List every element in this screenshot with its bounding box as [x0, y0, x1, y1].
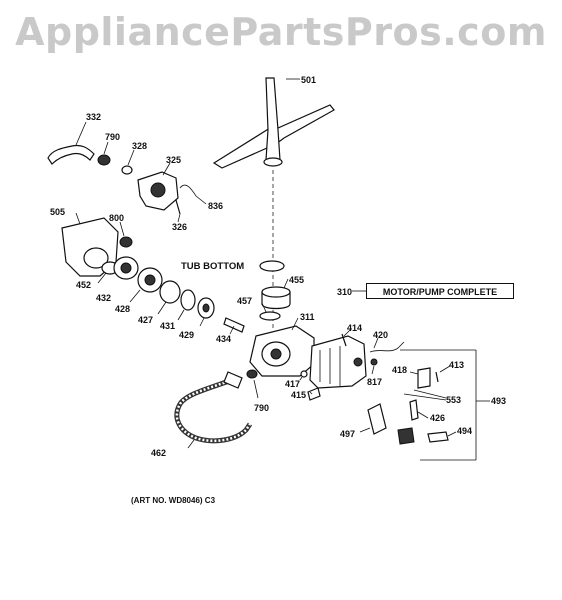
part-817-clip[interactable]: [370, 358, 378, 375]
part-455-seal[interactable]: [259, 260, 291, 310]
part-311-pump-housing[interactable]: [249, 317, 315, 377]
label-432: 432: [96, 293, 112, 303]
label-tub-bottom: TUB BOTTOM: [181, 261, 245, 272]
part-432-impeller-housing[interactable]: [113, 256, 139, 280]
part-457-clamp[interactable]: [259, 302, 281, 321]
part-motor[interactable]: [309, 335, 367, 389]
part-428-impeller[interactable]: [129, 267, 163, 303]
label-332: 332: [86, 112, 102, 122]
label-493: 493: [491, 396, 507, 406]
part-790-clamp-lower[interactable]: [246, 369, 259, 399]
part-414-screw[interactable]: [341, 329, 351, 347]
part-434-shaft[interactable]: [223, 317, 245, 335]
label-326: 326: [172, 222, 188, 232]
part-427-plate[interactable]: [157, 280, 181, 315]
label-429: 429: [179, 330, 195, 340]
part-494-switch[interactable]: [397, 427, 457, 445]
part-415-bracket[interactable]: [307, 387, 321, 401]
part-426-float[interactable]: [409, 399, 429, 421]
part-505-sump-housing[interactable]: [61, 212, 119, 277]
label-790-upper: 790: [105, 132, 121, 142]
group-493-bracket: [400, 349, 490, 461]
label-836: 836: [208, 201, 224, 211]
label-415: 415: [291, 390, 307, 400]
part-332-hose[interactable]: [47, 121, 95, 165]
label-427: 427: [138, 315, 154, 325]
label-497: 497: [340, 429, 356, 439]
part-326-screw[interactable]: [175, 199, 181, 223]
part-497-switch-bracket[interactable]: [359, 403, 387, 435]
label-501: 501: [301, 75, 317, 85]
label-790-lower: 790: [254, 403, 270, 413]
part-553-switch-leads[interactable]: [403, 389, 447, 401]
part-417-nut[interactable]: [299, 370, 308, 381]
part-790-clamp-upper[interactable]: [97, 141, 111, 166]
label-457: 457: [237, 296, 253, 306]
label-455: 455: [289, 275, 305, 285]
label-462: 462: [151, 448, 167, 458]
label-553: 553: [446, 395, 462, 405]
label-426: 426: [430, 413, 446, 423]
label-817: 817: [367, 377, 383, 387]
part-429-chopper[interactable]: [197, 297, 215, 327]
part-462-drain-hose[interactable]: [174, 371, 253, 449]
label-310: 310: [337, 287, 353, 297]
label-414: 414: [347, 323, 363, 333]
part-836-wire[interactable]: [179, 184, 207, 205]
part-325-drain-valve[interactable]: [137, 162, 179, 211]
label-434: 434: [216, 334, 232, 344]
label-325: 325: [166, 155, 182, 165]
part-420-wire[interactable]: [369, 337, 405, 353]
label-428: 428: [115, 304, 131, 314]
part-800-spring[interactable]: [119, 221, 133, 248]
label-328: 328: [132, 141, 148, 151]
label-505: 505: [50, 207, 66, 217]
part-501-spray-arm[interactable]: [212, 77, 335, 169]
label-418: 418: [392, 365, 408, 375]
label-417: 417: [285, 379, 301, 389]
label-800: 800: [109, 213, 125, 223]
motor-pump-complete-box[interactable]: MOTOR/PUMP COMPLETE: [366, 283, 514, 299]
label-494: 494: [457, 426, 473, 436]
part-413-screw[interactable]: [435, 365, 451, 383]
part-328-grommet[interactable]: [121, 149, 135, 175]
label-452: 452: [76, 280, 92, 290]
part-418-bracket[interactable]: [409, 367, 431, 389]
art-number-caption: (ART NO. WD8046) C3: [131, 496, 216, 505]
watermark: AppliancePartsPros.com: [15, 10, 547, 54]
part-431-gasket[interactable]: [177, 289, 196, 321]
label-420: 420: [373, 330, 389, 340]
label-413: 413: [449, 360, 465, 370]
label-311: 311: [300, 312, 315, 322]
label-431: 431: [160, 321, 176, 331]
